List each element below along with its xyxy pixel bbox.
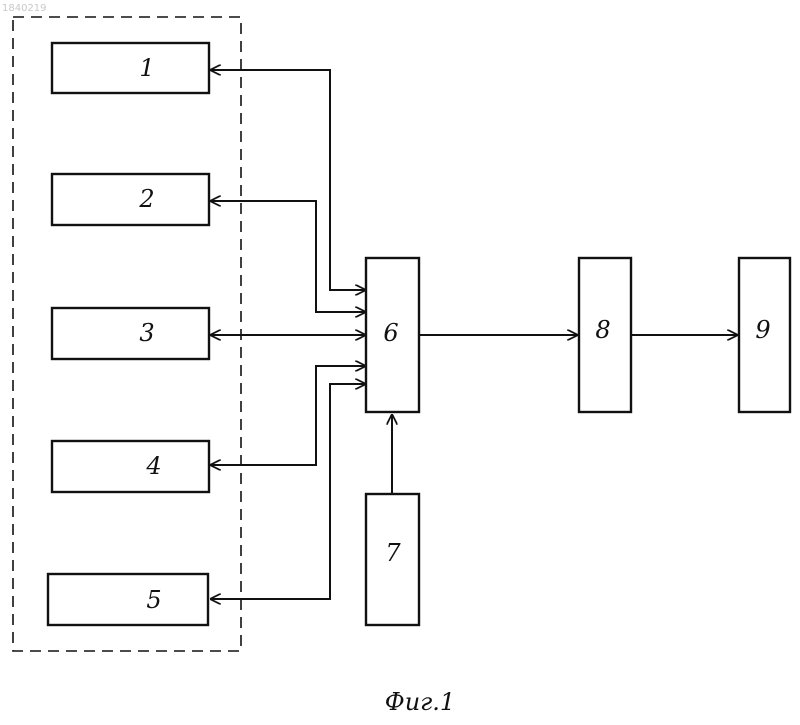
block-8: 8 — [579, 258, 631, 412]
block-9-label: 9 — [755, 316, 770, 344]
block-5-label: 5 — [146, 586, 161, 614]
block-4: 4 — [52, 441, 209, 492]
link-2-6 — [210, 201, 366, 312]
link-1-6 — [210, 70, 366, 290]
block-3-label: 3 — [139, 319, 154, 347]
block-5: 5 — [48, 574, 208, 625]
block-1-label: 1 — [139, 54, 154, 82]
figure-caption: Фиг.1 — [385, 688, 455, 716]
block-8-label: 8 — [595, 316, 610, 344]
block-1: 1 — [52, 43, 209, 93]
link-4-6 — [210, 366, 366, 465]
block-2: 2 — [52, 174, 209, 225]
block-4-label: 4 — [145, 452, 161, 480]
document-number: 1840219 — [2, 3, 47, 14]
block-2-label: 2 — [138, 185, 154, 213]
block-3: 3 — [52, 308, 209, 359]
block-6: 6 — [366, 258, 419, 412]
link-5-6 — [210, 384, 366, 599]
block-7-label: 7 — [385, 539, 401, 567]
block-6-label: 6 — [383, 319, 398, 347]
block-7: 7 — [366, 494, 419, 625]
block-9: 9 — [739, 258, 790, 412]
